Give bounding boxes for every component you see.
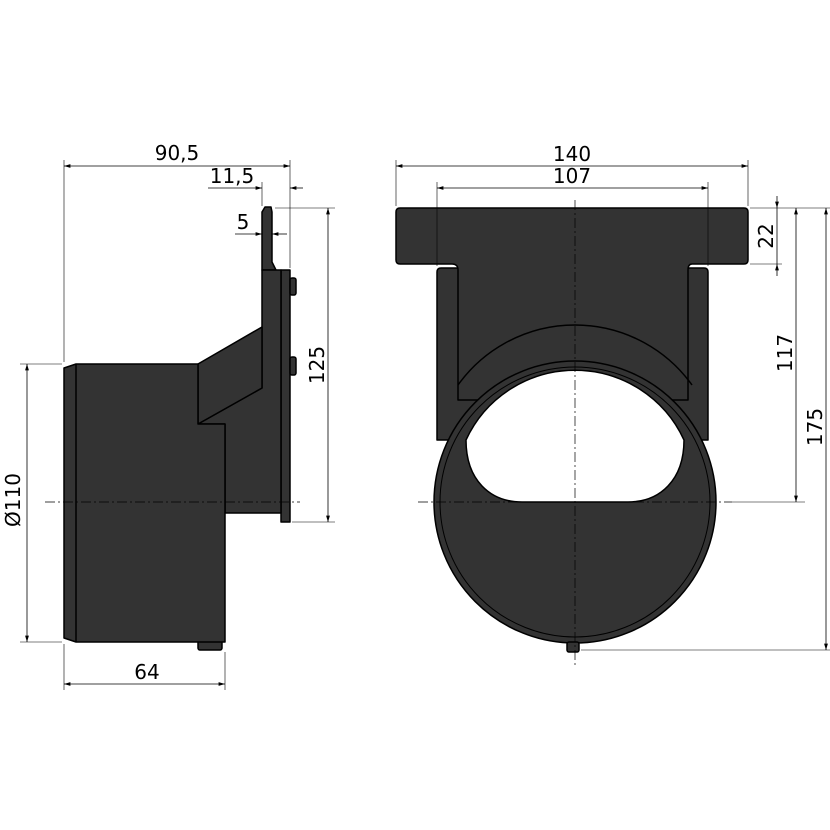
- dim-flange-offset: 11,5: [210, 164, 255, 188]
- dim-overall-depth: 90,5: [155, 141, 200, 165]
- dim-center-height: 117: [773, 334, 797, 372]
- dim-height: 125: [305, 346, 329, 384]
- dim-pipe-length: 64: [134, 660, 159, 684]
- saddle-arc: [457, 324, 693, 386]
- top-tab: [261, 206, 277, 271]
- side-view: 90,5 11,5 5 125 Ø110 64: [1, 141, 335, 690]
- flange-nub-upper: [289, 277, 297, 296]
- bottom-nub: [566, 641, 580, 653]
- dim-flange-height: 22: [754, 223, 778, 248]
- dim-tab-thickness: 5: [237, 210, 250, 234]
- dim-overall-height: 175: [803, 408, 827, 446]
- front-view: 140 107 22 117 175: [395, 142, 830, 665]
- dim-flange-width: 140: [553, 142, 591, 166]
- outer-flange: [280, 269, 291, 523]
- dim-stem-width: 107: [553, 164, 591, 188]
- pipe-body: [63, 363, 226, 643]
- flange-nub-lower: [289, 356, 297, 376]
- dim-pipe-diameter: Ø110: [1, 473, 25, 527]
